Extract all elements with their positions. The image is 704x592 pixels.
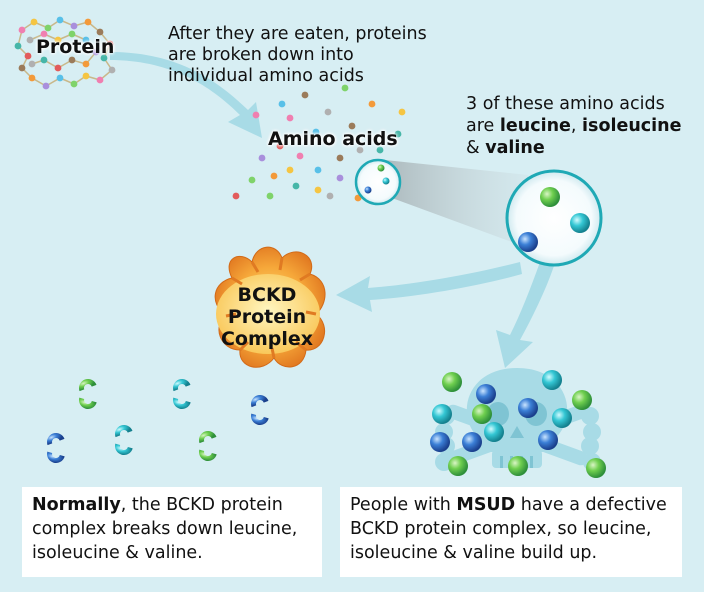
msud-text-pre: People with — [350, 495, 457, 515]
caption-are: are — [466, 116, 500, 136]
caption-three-line1: 3 of these amino acids — [466, 94, 665, 114]
arrow-to-skull — [496, 262, 554, 368]
amino-acids-label: Amino acids — [268, 128, 398, 150]
caption-amp: & — [466, 138, 486, 158]
normal-explanation-text: , the BCKD protein complex breaks down l… — [32, 495, 298, 563]
valine-term: valine — [485, 138, 545, 158]
normally-term: Normally — [32, 495, 121, 515]
leucine-ball — [540, 187, 560, 207]
isoleucine-term: isoleucine — [582, 116, 682, 136]
protein-chain-icon — [14, 16, 116, 90]
isoleucine-ball — [518, 232, 538, 252]
bckd-label-line1: BCKD — [237, 284, 297, 306]
msud-explanation-box: People with MSUD have a defective BCKD p… — [340, 487, 682, 577]
bckd-complex-icon — [214, 246, 326, 368]
zoom-cone — [385, 160, 528, 248]
arrow-protein-to-amino — [110, 52, 262, 138]
caption-three-amino-acids: 3 of these amino acids are leucine, isol… — [466, 93, 696, 159]
caption-three-line2: are leucine, isoleucine — [466, 115, 696, 137]
msud-term: MSUD — [456, 495, 516, 515]
broken-amino-acids — [46, 379, 269, 463]
valine-ball — [570, 213, 590, 233]
amino-acid-dots — [232, 84, 406, 202]
bckd-label-line2: Protein — [227, 306, 307, 328]
bckd-label-line3: Complex — [220, 328, 314, 350]
caption-three-line3: & valine — [466, 137, 696, 159]
normal-explanation-box: Normally, the BCKD protein complex break… — [22, 487, 322, 577]
caption-eaten: After they are eaten, proteins are broke… — [168, 24, 427, 86]
accumulated-amino-acids — [430, 370, 606, 478]
bckd-complex-label: BCKD Protein Complex — [212, 284, 322, 350]
caption-comma: , — [570, 116, 583, 136]
protein-label: Protein — [36, 36, 115, 58]
arrow-to-complex — [336, 262, 522, 312]
leucine-term: leucine — [499, 116, 571, 136]
msud-explanation-text: have a defective BCKD protein complex, s… — [350, 495, 667, 563]
